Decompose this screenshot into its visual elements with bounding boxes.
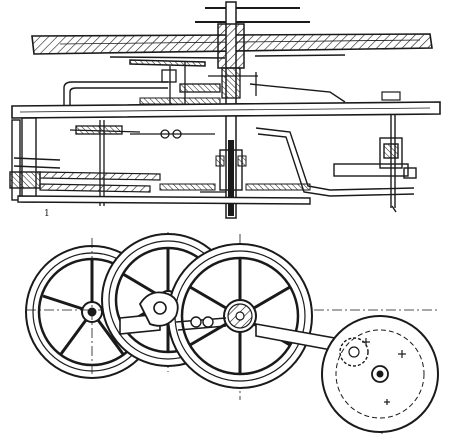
lower-wheels <box>17 171 311 205</box>
section-mark: 1 <box>44 209 50 219</box>
upper-bridge <box>109 54 346 67</box>
link-bar <box>119 291 227 335</box>
plan-view <box>25 232 440 434</box>
main-plate <box>11 91 441 119</box>
wheel-far-right <box>321 315 439 433</box>
middle-shafts <box>69 120 215 206</box>
hook-lever <box>63 81 168 110</box>
section-view: 1 <box>9 1 441 219</box>
right-bridge <box>329 114 417 213</box>
wheel-right <box>167 243 313 389</box>
top-thin-plates <box>195 7 310 23</box>
left-pillar <box>9 117 61 203</box>
spring-arm <box>249 83 346 197</box>
